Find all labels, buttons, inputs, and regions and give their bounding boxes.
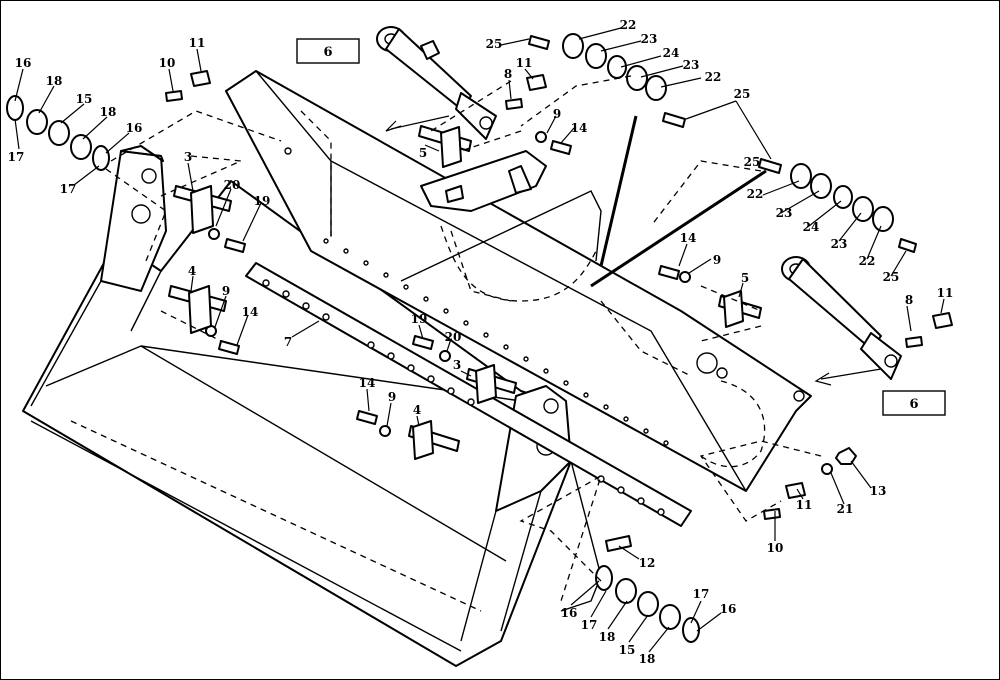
callout-label: 3 (453, 358, 461, 372)
main-beam (225, 70, 812, 492)
callout-label: 14 (571, 121, 588, 135)
callout-label: 20 (224, 178, 241, 192)
callout-label: 12 (639, 556, 656, 570)
callout-label: 11 (189, 36, 206, 50)
callout-label: 18 (100, 105, 117, 119)
callout-label: 20 (445, 330, 462, 344)
bucket-body (22, 145, 602, 667)
callout-labels: 16 18 15 18 16 17 17 10 11 3 20 19 4 9 1… (8, 18, 954, 666)
callout-label: 7 (284, 335, 292, 349)
callout-label: 15 (76, 92, 93, 106)
callout-label: 17 (581, 618, 598, 632)
callout-label: 5 (419, 146, 427, 160)
callout-label: 23 (641, 32, 658, 46)
callout-label: 19 (254, 194, 271, 208)
cutting-edge-strip (245, 262, 692, 527)
callout-label: 22 (705, 70, 722, 84)
cylinder-lower (781, 256, 902, 380)
callout-label: 24 (663, 46, 680, 60)
callout-label: 8 (905, 293, 913, 307)
callout-label: 5 (741, 271, 749, 285)
callout-label: 21 (837, 502, 854, 516)
callout-label: 4 (188, 264, 196, 278)
callout-label: 11 (516, 56, 533, 70)
hardware-parts (6, 33, 953, 643)
callout-label: 23 (831, 237, 848, 251)
cylinder-upper (376, 26, 497, 140)
callout-label: 23 (776, 206, 793, 220)
callout-label: 14 (242, 305, 259, 319)
beam-hole-row (323, 238, 669, 446)
callout-label: 14 (680, 231, 697, 245)
callout-label: 22 (620, 18, 637, 32)
callout-label: 11 (796, 498, 813, 512)
callout-label: 9 (222, 284, 230, 298)
reference-box-upper: 6 (296, 38, 360, 64)
leader-lines (14, 27, 945, 653)
callout-label: 17 (60, 182, 77, 196)
callout-label: 25 (883, 270, 900, 284)
callout-label: 9 (713, 253, 721, 267)
callout-label: 4 (413, 403, 421, 417)
callout-label: 18 (639, 652, 656, 666)
callout-label: 13 (870, 484, 887, 498)
callout-label: 14 (359, 376, 376, 390)
callout-label: 9 (553, 107, 561, 121)
callout-label: 19 (411, 312, 428, 326)
callout-label: 23 (683, 58, 700, 72)
reference-box-lower: 6 (882, 390, 946, 416)
callout-label: 22 (747, 187, 764, 201)
callout-label: 16 (126, 121, 143, 135)
callout-label: 11 (937, 286, 954, 300)
callout-label: 25 (734, 87, 751, 101)
callout-label: 24 (803, 220, 820, 234)
callout-label: 17 (8, 150, 25, 164)
callout-label: 17 (693, 587, 710, 601)
reference-box-label: 6 (909, 397, 918, 412)
reference-box-label: 6 (323, 45, 332, 60)
callout-label: 18 (46, 74, 63, 88)
callout-label: 22 (859, 254, 876, 268)
callout-label: 25 (744, 155, 761, 169)
callout-label: 8 (504, 67, 512, 81)
callout-label: 16 (15, 56, 32, 70)
callout-label: 10 (159, 56, 176, 70)
callout-label: 9 (388, 390, 396, 404)
callout-label: 16 (561, 606, 578, 620)
callout-label: 18 (599, 630, 616, 644)
callout-label: 15 (619, 643, 636, 657)
callout-label: 3 (184, 150, 192, 164)
callout-label: 10 (767, 541, 784, 555)
assembly-lines (105, 75, 822, 602)
callout-label: 25 (486, 37, 503, 51)
callout-label: 16 (720, 602, 737, 616)
